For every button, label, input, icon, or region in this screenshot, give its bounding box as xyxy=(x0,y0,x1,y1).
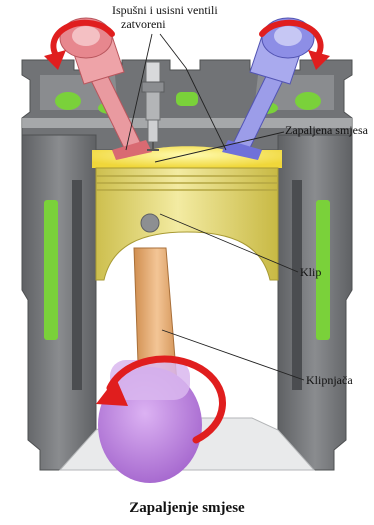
figure-caption: Zapaljenje smjese xyxy=(0,500,374,517)
valves-label-line2: zatvoreni xyxy=(121,18,166,31)
valves-label-line1: Ispušni i usisni ventili xyxy=(112,4,218,17)
piston-label: Klip xyxy=(300,266,321,279)
ignited-mixture-label: Zapaljena smjesa xyxy=(285,124,368,137)
connecting-rod-label: Klipnjača xyxy=(306,374,353,387)
piston xyxy=(96,168,278,280)
piston-pin xyxy=(141,214,159,232)
